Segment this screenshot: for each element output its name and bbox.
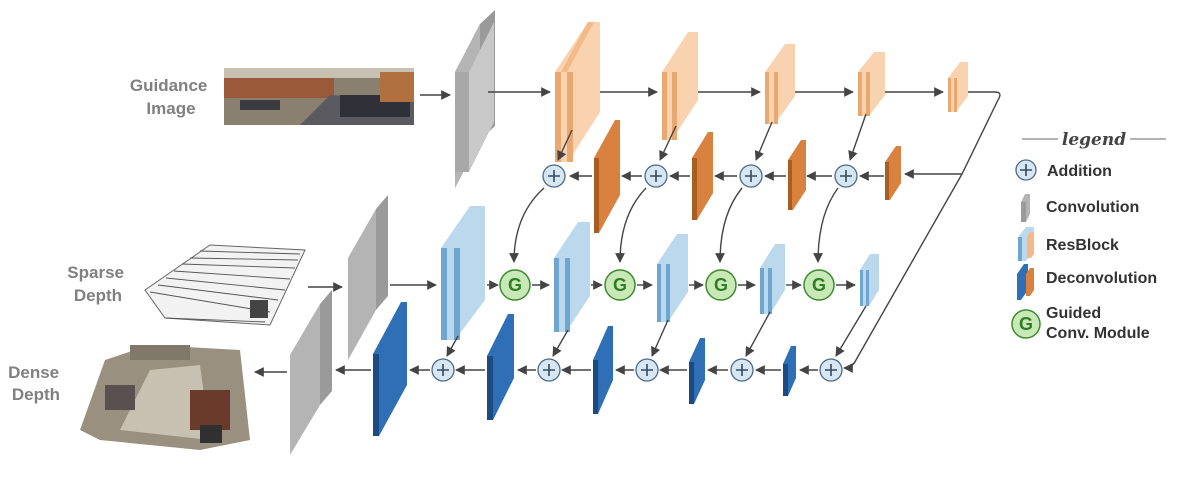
depth-deconv-4 (689, 338, 705, 404)
legend-addition-label: Addition (1047, 163, 1112, 180)
guidance-addition-1 (542, 164, 566, 188)
svg-text:G: G (613, 275, 627, 295)
legend-deconvolution: Deconvolution (1017, 264, 1157, 300)
guidance-addition-3 (739, 164, 763, 188)
guidance-deconv-4 (885, 146, 901, 200)
guidance-image-label: Guidance Image (130, 76, 212, 118)
guidance-addition-2 (644, 164, 668, 188)
sparse-depth-label: Sparse Depth (67, 263, 128, 305)
depth-deconv-2 (487, 314, 514, 420)
guidance-resblock-1 (555, 22, 600, 162)
legend-deconvolution-label: Deconvolution (1046, 270, 1157, 287)
depth-resblock-4 (760, 244, 785, 314)
legend: legend Addition Convolution ResBlock (1011, 130, 1166, 342)
guidance-resblock-3 (765, 44, 795, 124)
legend-resblock-label: ResBlock (1046, 237, 1119, 254)
depth-deconv-3 (593, 326, 613, 414)
guidance-convolution-block (455, 10, 495, 188)
depth-addition-2 (537, 358, 561, 382)
depth-resblock-5 (860, 254, 879, 306)
guidance-resblock-2 (662, 32, 698, 140)
svg-text:G: G (812, 275, 826, 295)
depth-resblock-1 (441, 206, 485, 340)
guided-conv-module-3: G (705, 269, 737, 301)
legend-convolution: Convolution (1021, 194, 1139, 222)
svg-text:G: G (508, 275, 522, 295)
output-convolution-block (290, 290, 332, 455)
guidance-addition-4 (834, 164, 858, 188)
depth-arrows (254, 173, 963, 377)
guidance-arrows (420, 87, 1001, 181)
legend-guided-conv-module-label: Guided Conv. Module (1046, 305, 1150, 342)
sparse-depth-image (144, 244, 306, 326)
depth-resblock-2 (554, 222, 590, 332)
dense-depth-label: Dense Depth (8, 363, 64, 404)
depth-addition-4 (730, 358, 754, 382)
legend-convolution-label: Convolution (1046, 199, 1139, 216)
guided-conv-module-4: G (803, 269, 835, 301)
guidance-deconv-1 (594, 120, 620, 233)
depth-deconv-1 (373, 302, 407, 436)
svg-text:G: G (1019, 314, 1033, 334)
guidance-deconv-3 (788, 140, 806, 210)
guided-conv-module-1: G (499, 269, 531, 301)
depth-addition-3 (635, 358, 659, 382)
guidance-deconv-2 (692, 132, 713, 220)
guided-conv-module-2: G (604, 269, 636, 301)
legend-guided-conv-module: G Guided Conv. Module (1011, 305, 1150, 342)
svg-text:G: G (714, 275, 728, 295)
dense-depth-image (80, 345, 250, 450)
depth-convolution-block (348, 195, 388, 360)
legend-title: legend (1062, 130, 1126, 150)
depth-addition-1 (431, 358, 455, 382)
legend-resblock: ResBlock (1018, 227, 1119, 261)
guidance-image (224, 68, 414, 125)
depth-resblock-3 (657, 234, 688, 322)
guidance-resblock-4 (858, 52, 885, 116)
guidance-resblock-5 (948, 62, 968, 112)
legend-addition: Addition (1015, 159, 1112, 181)
depth-deconv-5 (783, 346, 796, 396)
depth-addition-5 (819, 358, 843, 382)
